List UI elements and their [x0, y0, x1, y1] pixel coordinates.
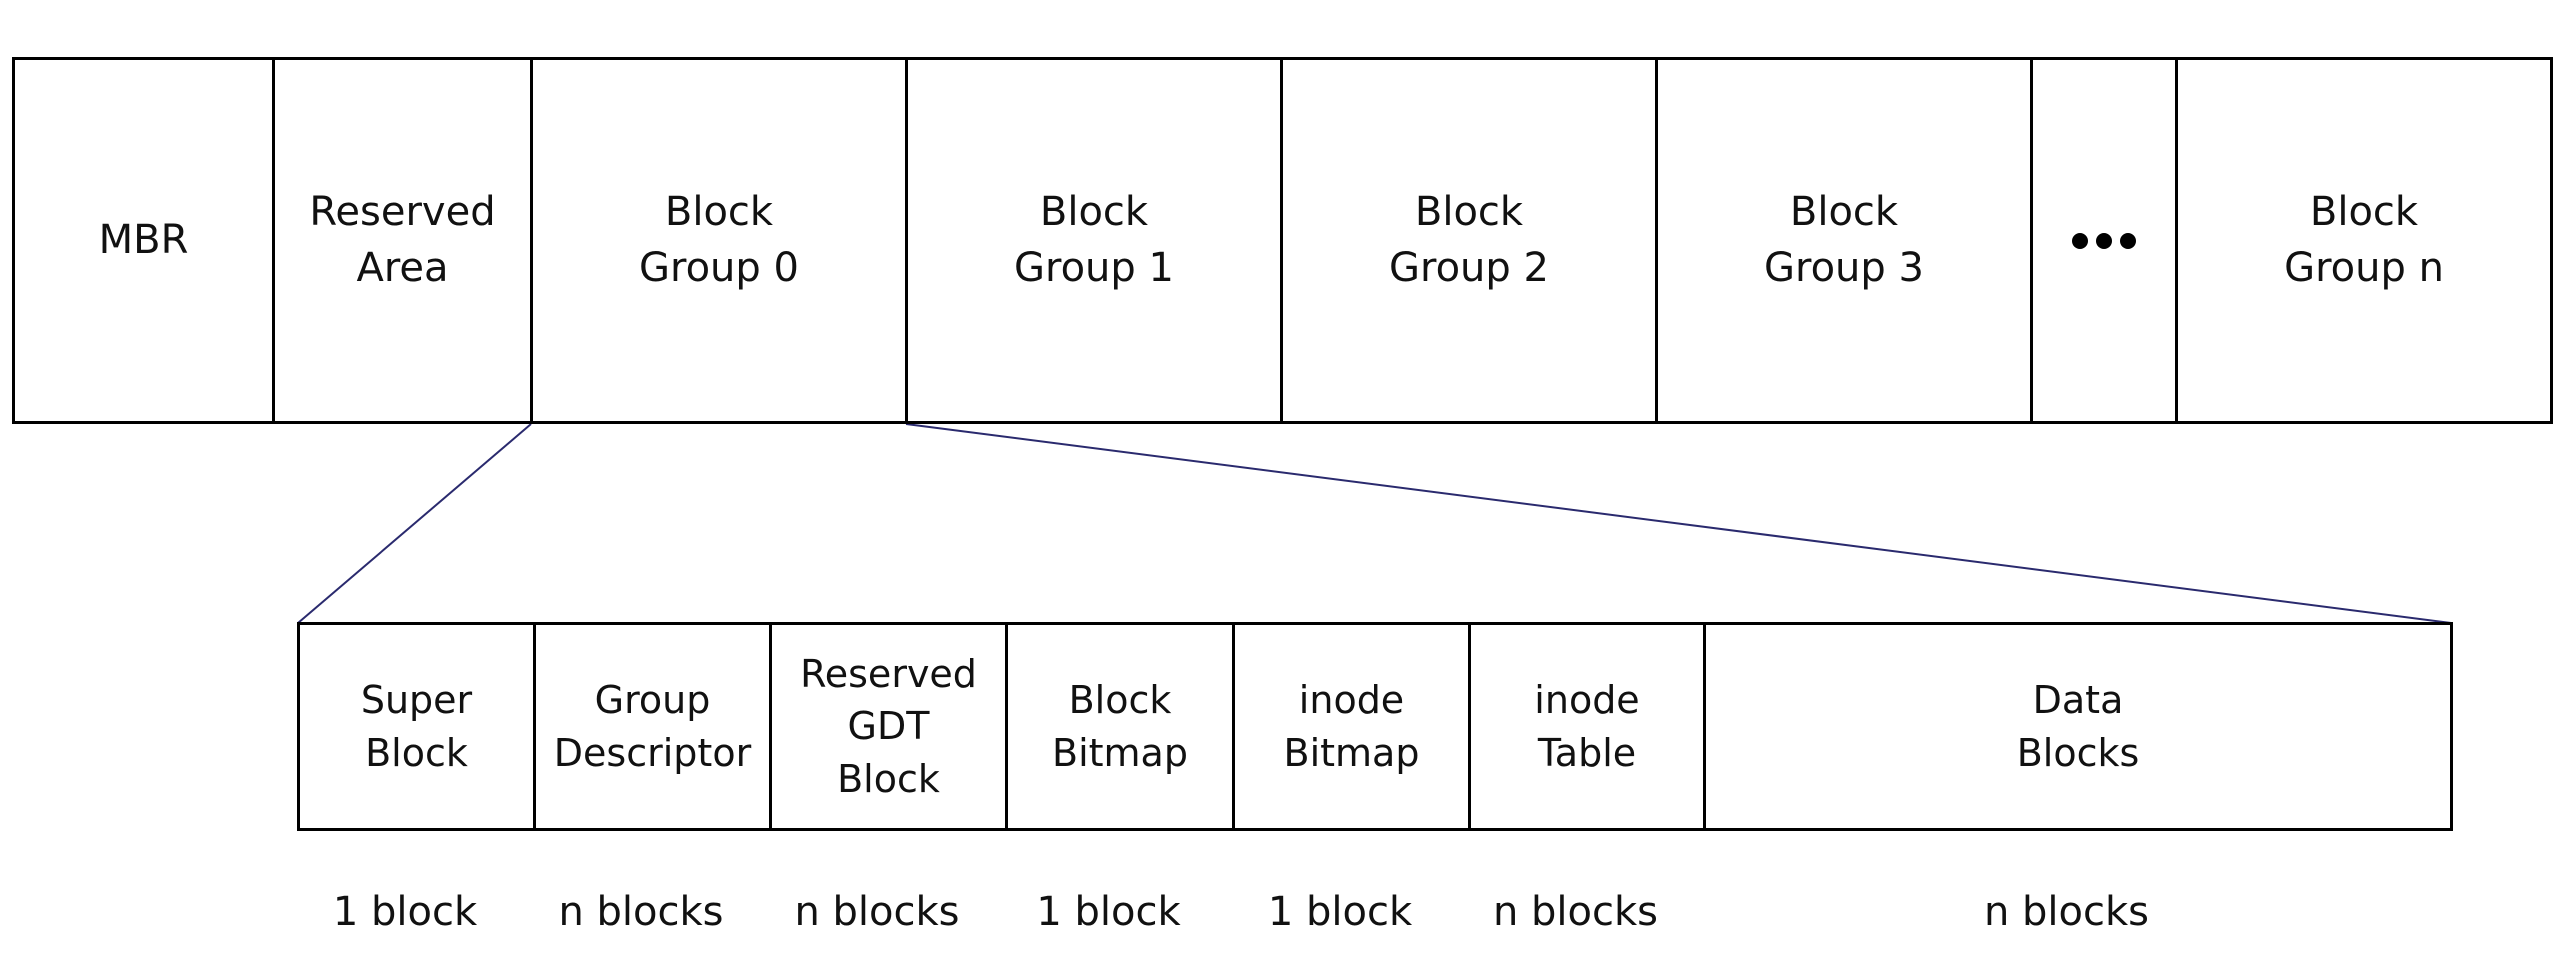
partition-divider: [1280, 57, 1283, 424]
group-descriptor-label-line: Group: [594, 678, 711, 723]
inode-bitmap-label-line: inode: [1298, 678, 1405, 723]
reserved-gdt-block-size-label: n blocks: [794, 889, 960, 935]
block-group-2-label-line: Group 2: [1389, 244, 1549, 291]
zoom-line-right: [905, 423, 2452, 624]
partition-divider: [272, 57, 275, 424]
block-bitmap-label-line: Block: [1068, 678, 1172, 723]
ellipsis-dot: [2072, 232, 2088, 249]
super-block-label-line: Super: [360, 678, 473, 723]
block-group-divider: [1232, 622, 1235, 831]
block-group-3-label-line: Block: [1789, 189, 1899, 236]
block-group-divider: [769, 622, 772, 831]
block-group-1-label-line: Group 1: [1014, 244, 1174, 291]
ellipsis-dot: [2120, 232, 2136, 249]
block-bitmap-size-label: 1 block: [1036, 889, 1181, 935]
super-block-label-line: Block: [365, 730, 468, 775]
block-group-0-label-line: Block: [664, 189, 774, 236]
data-blocks-size-label: n blocks: [1983, 889, 2150, 935]
block-group-2-label-line: Block: [1414, 189, 1524, 236]
block-group-divider: [1703, 622, 1706, 831]
block-group-3-label-line: Group 3: [1764, 244, 1924, 291]
partition-divider: [2175, 57, 2178, 424]
ellipsis-cell: [2030, 57, 2178, 424]
reserved-gdt-block-label-line: Reserved: [800, 651, 977, 696]
group-descriptor-size-label: n blocks: [558, 889, 724, 935]
inode-table-label-line: inode: [1534, 678, 1640, 723]
partition-divider: [2030, 57, 2033, 424]
block-group-divider: [533, 622, 536, 831]
ellipsis-icon: [2072, 232, 2136, 249]
block-group-1-label-line: Block: [1039, 189, 1149, 236]
block-bitmap-label-line: Bitmap: [1052, 730, 1188, 775]
reserved-gdt-block-label-line: GDT: [847, 704, 930, 749]
block-group-n-label-line: Group n: [2284, 244, 2444, 291]
block-group-divider: [1468, 622, 1471, 831]
inode-bitmap-size-label: 1 block: [1267, 889, 1413, 935]
inode-table-label-line: Table: [1537, 730, 1637, 775]
inode-bitmap-label-line: Bitmap: [1283, 730, 1420, 775]
block-group-n-label-line: Block: [2309, 189, 2419, 236]
block-group-divider: [1005, 622, 1008, 831]
reserved-gdt-block-label-line: Block: [837, 756, 940, 801]
data-blocks-label-line: Data: [2032, 678, 2124, 723]
super-block-size-label: 1 block: [332, 889, 478, 935]
partition-divider: [530, 57, 533, 424]
reserved-area-label-line: Reserved: [309, 189, 496, 236]
block-group-0-label-line: Group 0: [639, 244, 799, 291]
mbr-cell: MBR: [12, 57, 275, 424]
ellipsis-dot: [2096, 232, 2112, 249]
inode-table-size-label: n blocks: [1492, 889, 1659, 935]
data-blocks-label-line: Blocks: [2016, 730, 2140, 775]
group-descriptor-label-line: Descriptor: [553, 730, 752, 775]
mbr-label-line: MBR: [98, 216, 189, 263]
partition-divider: [905, 57, 908, 424]
zoom-line-left: [297, 423, 532, 624]
partition-divider: [1655, 57, 1658, 424]
block-group-detail-frame: [297, 622, 2453, 831]
reserved-area-label-line: Area: [356, 244, 449, 291]
